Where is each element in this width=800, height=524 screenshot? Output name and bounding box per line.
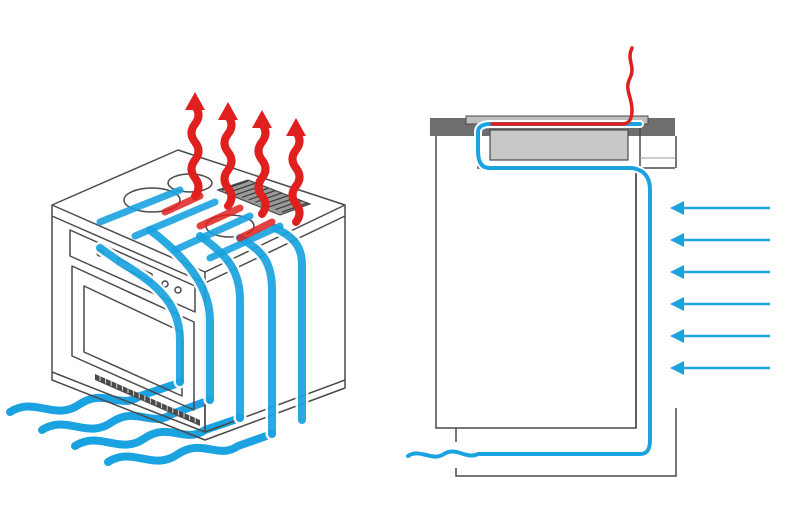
hot-air-arrow xyxy=(252,110,272,218)
freestanding-cooker xyxy=(3,92,346,469)
intake-arrow xyxy=(670,329,770,343)
vent-slot xyxy=(241,187,269,198)
cabinet-hot-exhaust xyxy=(490,46,634,126)
cooktop-cool-airflow xyxy=(96,186,284,262)
hot-air-arrow xyxy=(218,102,238,210)
knob xyxy=(161,280,169,288)
intake-arrow xyxy=(670,265,770,279)
intake-arrow xyxy=(670,201,770,215)
hot-air-arrow xyxy=(286,118,306,226)
hob-ring xyxy=(123,187,181,213)
cabinet-body xyxy=(435,136,677,477)
knob xyxy=(174,286,182,294)
internal-cool-airflow xyxy=(93,221,309,441)
built-in-cabinet xyxy=(404,46,770,477)
floor-intake-waves xyxy=(3,375,279,469)
vent-slot xyxy=(255,192,282,203)
intake-arrow xyxy=(670,233,770,247)
hot-air-arrow xyxy=(185,92,205,200)
hot-air-exhaust xyxy=(185,92,306,226)
intake-arrow xyxy=(670,297,770,311)
side-intake-arrows xyxy=(670,201,770,375)
intake-arrow xyxy=(670,361,770,375)
cabinet-cool-airflow xyxy=(404,120,654,461)
floor-vent-grille xyxy=(95,374,200,426)
